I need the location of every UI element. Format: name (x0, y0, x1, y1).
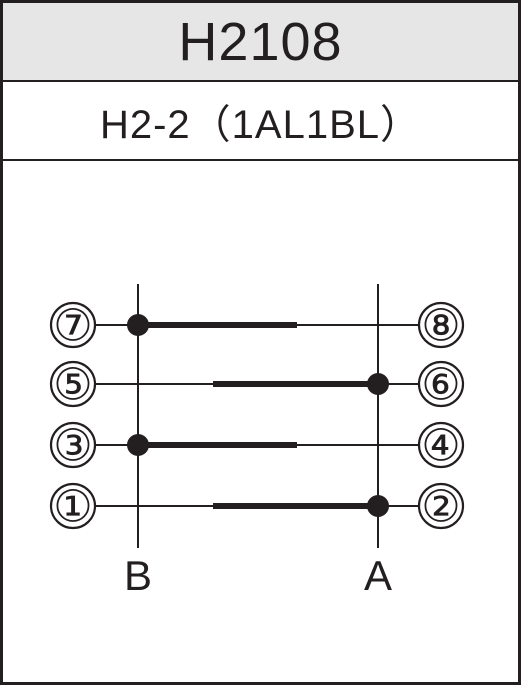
pin-label-4: ③ (53, 421, 92, 472)
pin-circle-1 (417, 301, 465, 349)
contact-dot-1 (367, 373, 389, 395)
pin-label-2: ⑤ (53, 360, 92, 411)
pin-label-5: ④ (421, 421, 460, 472)
model-title: H2108 (178, 11, 343, 72)
model-subtitle: H2-2（1AL1BL） (99, 102, 422, 147)
bus-label-b: B (124, 552, 152, 599)
pin-circle-6 (49, 482, 97, 530)
pin-label-1: ⑧ (421, 301, 460, 352)
pin-circle-3 (417, 360, 465, 408)
contact-dot-3 (367, 495, 389, 517)
pin-label-3: ⑥ (421, 360, 460, 411)
pin-circle-0 (49, 301, 97, 349)
pin-circle-7 (417, 482, 465, 530)
pin-label-7: ② (421, 482, 460, 533)
pin-circle-5 (417, 421, 465, 469)
pin-circle-2 (49, 360, 97, 408)
bus-label-a: A (364, 552, 392, 599)
pin-circle-4 (49, 421, 97, 469)
contact-dot-0 (127, 314, 149, 336)
pin-label-0: ⑦ (53, 301, 92, 352)
pin-label-6: ① (53, 482, 92, 533)
contact-dot-2 (127, 434, 149, 456)
title-bar: H2108 (3, 3, 518, 82)
subtitle-bar: H2-2（1AL1BL） (3, 82, 518, 161)
